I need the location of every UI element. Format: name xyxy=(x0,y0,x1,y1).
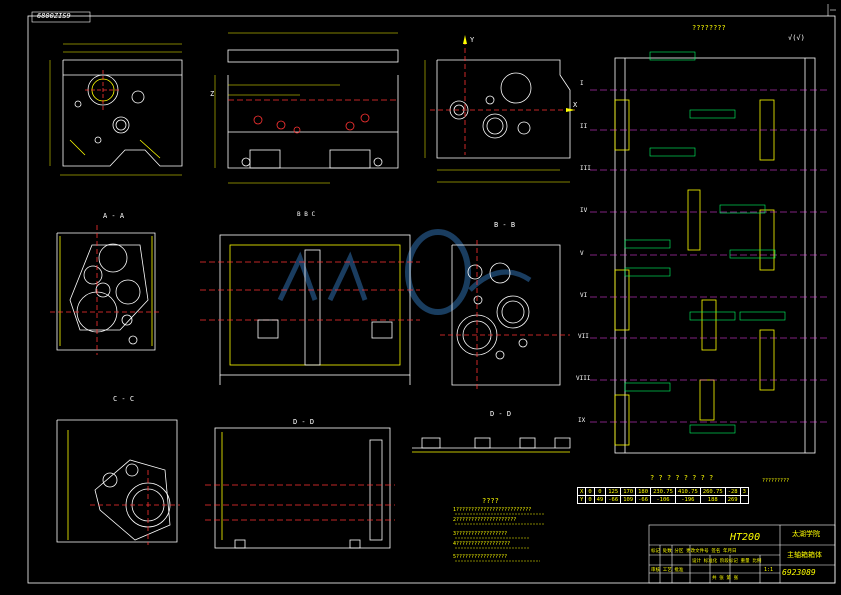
cell: 0 xyxy=(585,487,595,496)
title-block-sheet: 共 张 第 张 xyxy=(712,576,739,581)
section-dd-small-title: D - D xyxy=(490,410,512,418)
side-view xyxy=(227,49,399,169)
title-block-row1: 标记 处数 分区 更改文件号 签名 年月日 xyxy=(651,549,737,554)
coord-table-header-right: ????????? xyxy=(762,478,790,484)
title-block-row2: 设计 标准化 阶段标记 重量 比例 xyxy=(692,559,762,564)
notes-line-1: 1????????????????????????? xyxy=(453,507,532,513)
drawing-number-label: 6923089 xyxy=(782,568,816,577)
coord-table-title: ? ? ? ? ? ? ? ? xyxy=(650,474,714,482)
end-view-dims xyxy=(424,35,575,183)
cell: 3 xyxy=(739,487,749,496)
notes-line-4: 4?????????????????? xyxy=(453,541,511,547)
title-block-row3: 审核 工艺 批准 xyxy=(651,568,684,573)
school-label: 太湖学院 xyxy=(792,530,820,538)
drawing-code: 6800ZIS9 xyxy=(37,12,71,20)
drawing-code-box xyxy=(31,11,91,23)
roman-label-9: IX xyxy=(578,417,586,424)
section-bb xyxy=(440,240,570,390)
material-label: HT200 xyxy=(730,532,761,543)
section-aa xyxy=(50,225,160,355)
roughness-other: √(√) xyxy=(788,34,805,42)
section-bc xyxy=(200,234,420,385)
front-view xyxy=(62,59,183,167)
coord-table: X 0 0 125 170 180 230.75 410.75 260.75 -… xyxy=(576,487,749,504)
cell: 125 xyxy=(605,487,622,496)
section-bb-title: B - B xyxy=(494,221,516,229)
cell xyxy=(739,495,749,504)
notes-title: ???? xyxy=(482,497,499,505)
coord-row-y: Y 0 49 -66 109 -66 -106 -196 188 269 xyxy=(576,495,749,504)
sheet-border xyxy=(27,15,836,584)
cell: -106 xyxy=(650,495,676,504)
cell: Y xyxy=(576,495,587,504)
cell: X xyxy=(576,487,587,496)
cell: -28 xyxy=(724,487,741,496)
cell: 109 xyxy=(620,495,637,504)
section-dd-small xyxy=(412,437,571,453)
roman-label-8: VIII xyxy=(576,375,591,382)
notes-lines xyxy=(455,513,545,562)
section-dd-main xyxy=(205,427,395,549)
cell: 0 xyxy=(593,487,607,496)
axis-x-label: X xyxy=(573,101,578,109)
cell: 269 xyxy=(724,495,741,504)
cell: 230.75 xyxy=(650,487,676,496)
axis-z-label: Z xyxy=(210,90,215,98)
end-view xyxy=(430,40,575,159)
cell: 188 xyxy=(699,495,726,504)
cell: 410.75 xyxy=(674,487,701,496)
roman-label-4: IV xyxy=(580,207,588,214)
section-aa-title: A - A xyxy=(103,212,125,220)
section-cc-title: C - C xyxy=(113,395,135,403)
top-question-marks: ???????? xyxy=(692,24,726,32)
front-view-dims xyxy=(49,43,182,176)
roman-label-7: VII xyxy=(578,333,589,340)
cell: -66 xyxy=(635,495,652,504)
schematic-callouts xyxy=(624,51,786,434)
notes-line-5: 5????????????????? xyxy=(453,554,508,560)
roman-label-6: VI xyxy=(580,292,588,299)
section-dd-title: D - D xyxy=(293,418,315,426)
cell: 0 xyxy=(585,495,595,504)
notes-line-2: 2???????????????????? xyxy=(453,517,517,523)
roman-label-2: II xyxy=(580,123,588,130)
side-view-dims xyxy=(214,32,398,184)
title-block-scale: 1:1 xyxy=(764,567,774,573)
section-bc-top-title: B B C xyxy=(297,211,316,218)
roman-label-5: V xyxy=(580,250,584,257)
notes-line-3: 3????????????????? xyxy=(453,531,508,537)
section-cc xyxy=(56,419,180,545)
title-block xyxy=(648,524,836,584)
cell: -196 xyxy=(674,495,701,504)
cell: 170 xyxy=(620,487,637,496)
cell: -66 xyxy=(605,495,622,504)
cell: 260.75 xyxy=(699,487,726,496)
cell: 180 xyxy=(635,487,652,496)
gear-train-schematic xyxy=(614,57,816,454)
coord-row-x: X 0 0 125 170 180 230.75 410.75 260.75 -… xyxy=(576,487,749,496)
schematic-centerlines xyxy=(590,89,830,423)
cell: 49 xyxy=(593,495,607,504)
watermark xyxy=(277,229,532,315)
roman-label-3: III xyxy=(580,165,591,172)
roman-label-1: I xyxy=(580,80,584,87)
part-name-label: 主轴箱箱体 xyxy=(787,551,822,559)
axis-y-label: Y xyxy=(470,36,475,44)
